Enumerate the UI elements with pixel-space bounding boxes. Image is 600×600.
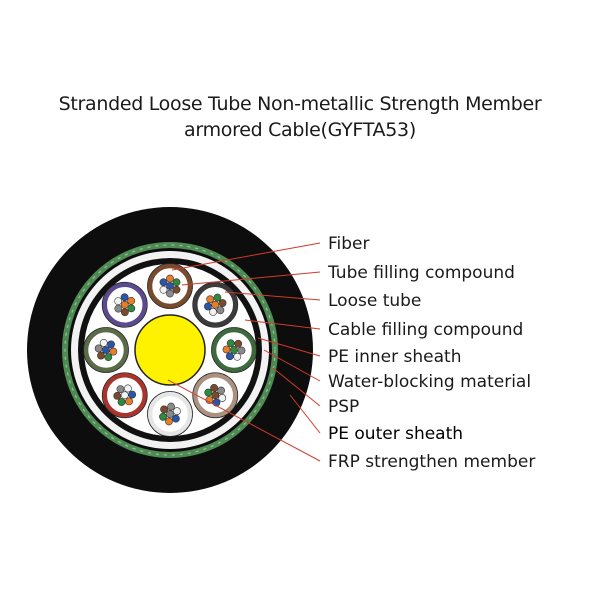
loose-tube-outline (101, 281, 148, 328)
fiber (234, 339, 243, 348)
fiber (237, 346, 246, 355)
fiber (211, 391, 220, 400)
fiber (166, 289, 174, 298)
leader-pe-inner-sheath (257, 337, 321, 357)
loose-tube-outline (101, 372, 148, 419)
fiber (166, 282, 174, 290)
fiber (107, 340, 115, 349)
fiber (97, 351, 105, 360)
leader-cable-filling-compound (244, 319, 321, 330)
loose-tube-2 (192, 281, 239, 328)
fiber (212, 398, 221, 407)
callout-labels: Fiber Tube filling compound Loose tube C… (327, 234, 535, 472)
leader-tube-filling-compound (181, 271, 321, 286)
label-tube-filling-compound: Tube filling compound (327, 263, 515, 283)
fiber (167, 402, 175, 411)
leader-fiber (171, 242, 321, 271)
fiber (233, 352, 242, 361)
title-line-1: Stranded Loose Tube Non-metallic Strengt… (58, 93, 542, 115)
fiber (120, 300, 129, 309)
label-psp: PSP (328, 397, 359, 417)
loose-tube-outline (211, 327, 257, 373)
frp-strengthen-member-core (134, 314, 206, 386)
fiber (226, 339, 235, 348)
fiber (222, 345, 231, 354)
fiber (173, 407, 181, 416)
loose-tubes-group (83, 263, 257, 437)
leader-frp-strengthen-member (167, 379, 321, 462)
fiber (127, 304, 136, 313)
fiber (204, 388, 213, 397)
title-line-2: armored Cable(GYFTA53) (184, 119, 416, 141)
callout-leader-lines (167, 242, 321, 462)
label-fiber: Fiber (328, 234, 370, 254)
loose-tube-outline (147, 263, 193, 309)
fiber (206, 295, 215, 304)
diagram-title: Stranded Loose Tube Non-metallic Strengt… (0, 91, 600, 143)
leader-water-blocking-material (263, 349, 321, 382)
fiber (114, 304, 123, 313)
loose-tube-3 (211, 327, 257, 373)
fiber (104, 353, 113, 362)
fiber (211, 300, 220, 309)
fiber (172, 285, 181, 294)
fiber (230, 346, 238, 354)
loose-tube-outline (147, 391, 193, 437)
loose-tube-7 (83, 327, 129, 373)
fiber (172, 278, 181, 287)
fiber (225, 352, 234, 361)
leader-loose-tube (224, 291, 321, 301)
fiber (127, 296, 136, 305)
fiber (120, 293, 129, 302)
fiber (102, 346, 110, 354)
fiber (209, 308, 217, 316)
loose-tube-6 (101, 372, 148, 419)
fiber (159, 278, 168, 287)
fiber (113, 392, 122, 400)
fiber (94, 344, 103, 353)
fiber (160, 405, 168, 414)
label-pe-inner-sheath: PE inner sheath (328, 347, 461, 367)
leader-pe-outer-sheath (289, 394, 321, 434)
fiber (166, 410, 174, 418)
label-loose-tube: Loose tube (328, 291, 421, 311)
fiber (124, 384, 132, 393)
fiber (216, 306, 225, 315)
label-pe-outer-sheath: PE outer sheath (328, 424, 463, 444)
label-water-blocking-material: Water-blocking material (328, 372, 531, 392)
psp-highlight (64, 244, 276, 456)
fiber (109, 347, 118, 356)
fiber (99, 338, 108, 347)
fiber (217, 386, 225, 395)
fiber (172, 414, 180, 423)
fiber (213, 293, 222, 302)
fiber (210, 383, 218, 392)
fiber (114, 297, 123, 306)
label-frp-strengthen-member: FRP strengthen member (328, 452, 535, 472)
fiber (120, 308, 129, 317)
cable-cross-section (27, 207, 313, 493)
fiber (116, 385, 125, 394)
fiber (128, 390, 137, 399)
fiber (165, 417, 173, 426)
fiber (159, 412, 167, 421)
fiber (218, 394, 227, 402)
loose-tube-1 (147, 263, 193, 309)
fiber (117, 398, 126, 406)
loose-tube-8 (101, 281, 148, 328)
fiber (159, 285, 168, 294)
fiber (125, 397, 133, 406)
loose-tube-4 (192, 372, 239, 419)
leader-psp (272, 367, 321, 407)
loose-tube-5 (147, 391, 193, 437)
loose-tube-outline (192, 372, 239, 419)
fiber (204, 302, 212, 311)
fiber (166, 274, 174, 283)
label-cable-filling-compound: Cable filling compound (328, 320, 523, 340)
fiber (120, 391, 129, 400)
fiber (218, 299, 227, 307)
loose-tube-outline (83, 327, 129, 373)
